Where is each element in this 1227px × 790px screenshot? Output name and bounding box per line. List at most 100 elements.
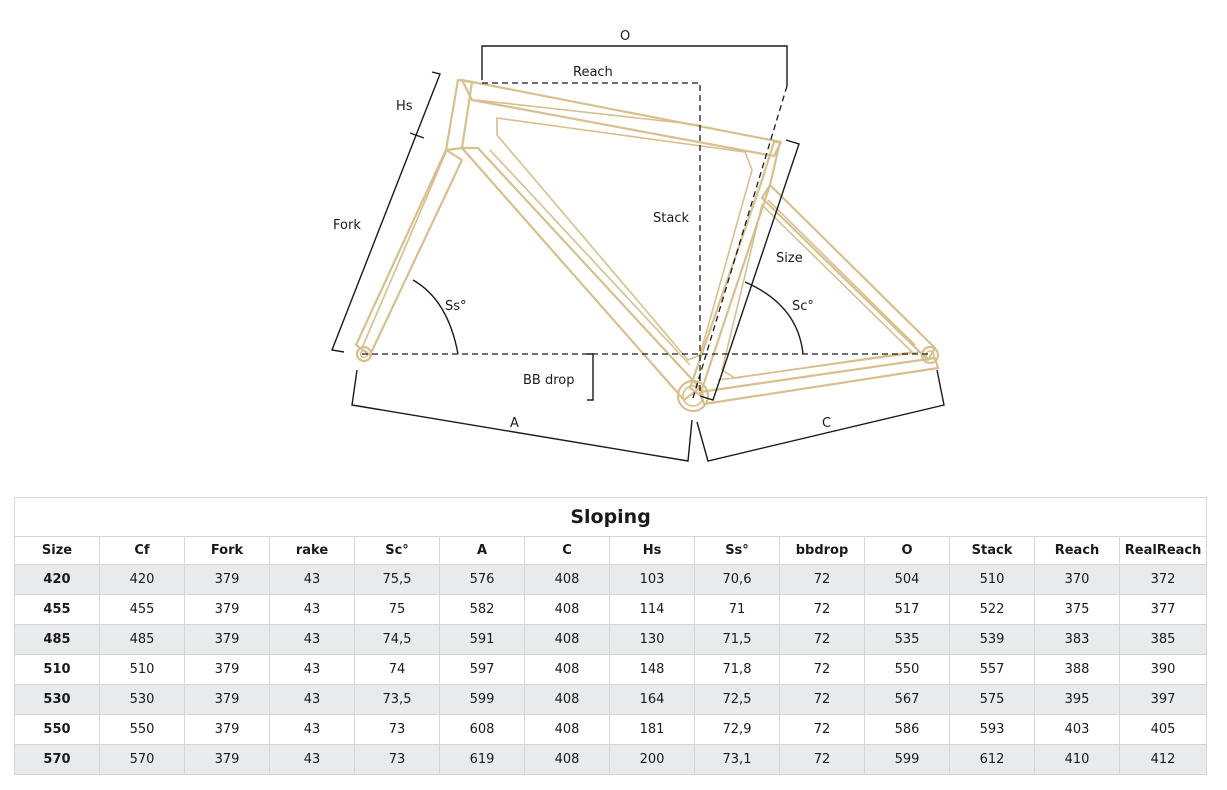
table-cell: 586 [864,714,950,745]
table-cell: 72,9 [694,714,780,745]
table-cell: 510 [14,654,100,685]
label-reach: Reach [573,65,613,80]
label-sc: Sc° [792,299,814,314]
table-cell: 550 [864,654,950,685]
table-cell: 71,8 [694,654,780,685]
table-cell: 510 [99,654,185,685]
column-header: Size [14,536,100,565]
column-header: Sc° [354,536,440,565]
table-cell: 608 [439,714,525,745]
table-cell: 599 [439,684,525,715]
column-header: Stack [949,536,1035,565]
table-cell: 408 [524,714,610,745]
table-cell: 74,5 [354,624,440,655]
table-cell: 530 [99,684,185,715]
table-cell: 379 [184,714,270,745]
table-cell: 455 [14,594,100,625]
table-cell: 591 [439,624,525,655]
table-cell: 522 [949,594,1035,625]
column-header: C [524,536,610,565]
table-cell: 593 [949,714,1035,745]
table-cell: 370 [1034,564,1120,595]
table-cell: 130 [609,624,695,655]
column-header: A [439,536,525,565]
table-cell: 148 [609,654,695,685]
table-cell: 70,6 [694,564,780,595]
table-cell: 619 [439,744,525,775]
table-cell: 408 [524,654,610,685]
o-dimension-line [481,45,788,86]
column-header: bbdrop [779,536,865,565]
table-cell: 71,5 [694,624,780,655]
table-cell: 539 [949,624,1035,655]
table-cell: 455 [99,594,185,625]
sc-angle-arc [744,281,804,355]
table-cell: 576 [439,564,525,595]
table-cell: 72 [779,624,865,655]
table-cell: 73 [354,714,440,745]
bike-frame-outline [354,78,940,413]
table-cell: 504 [864,564,950,595]
table-cell: 485 [14,624,100,655]
frame-geometry-diagram: O Reach Hs Fork Stack Size Ss° Sc° BB dr… [331,29,945,462]
table-cell: 405 [1118,714,1208,745]
column-header: rake [269,536,355,565]
label-hs: Hs [396,99,413,114]
table-cell: 517 [864,594,950,625]
table-cell: 72 [779,684,865,715]
table-cell: 72 [779,654,865,685]
table-cell: 43 [269,714,355,745]
table-cell: 43 [269,744,355,775]
table-cell: 164 [609,684,695,715]
table-cell: 75 [354,594,440,625]
column-header: Reach [1034,536,1120,565]
column-header: Fork [184,536,270,565]
label-stack: Stack [653,211,689,226]
table-cell: 403 [1034,714,1120,745]
table-cell: 385 [1118,624,1208,655]
table-cell: 530 [14,684,100,715]
hs-dimension-tick [409,132,425,139]
table-cell: 612 [949,744,1035,775]
table-cell: 379 [184,744,270,775]
table-cell: 73,5 [354,684,440,715]
table-cell: 570 [14,744,100,775]
table-cell: 390 [1118,654,1208,685]
table-cell: 420 [99,564,185,595]
ss-angle-arc [412,279,459,355]
table-cell: 372 [1118,564,1208,595]
table-cell: 72,5 [694,684,780,715]
table-cell: 388 [1034,654,1120,685]
table-cell: 379 [184,684,270,715]
table-cell: 575 [949,684,1035,715]
table-cell: 379 [184,594,270,625]
c-dimension-line [696,369,945,462]
table-cell: 71 [694,594,780,625]
table-cell: 550 [99,714,185,745]
table-cell: 485 [99,624,185,655]
table-cell: 410 [1034,744,1120,775]
dimension-lines [331,45,945,462]
column-header: Cf [99,536,185,565]
label-fork: Fork [333,218,361,233]
a-dimension-line [351,369,693,462]
label-a: A [510,416,519,431]
table-cell: 408 [524,684,610,715]
table-cell: 379 [184,564,270,595]
table-cell: 72 [779,564,865,595]
table-cell: 510 [949,564,1035,595]
table-cell: 570 [99,744,185,775]
table-cell: 408 [524,624,610,655]
table-cell: 567 [864,684,950,715]
table-cell: 408 [524,564,610,595]
table-cell: 114 [609,594,695,625]
